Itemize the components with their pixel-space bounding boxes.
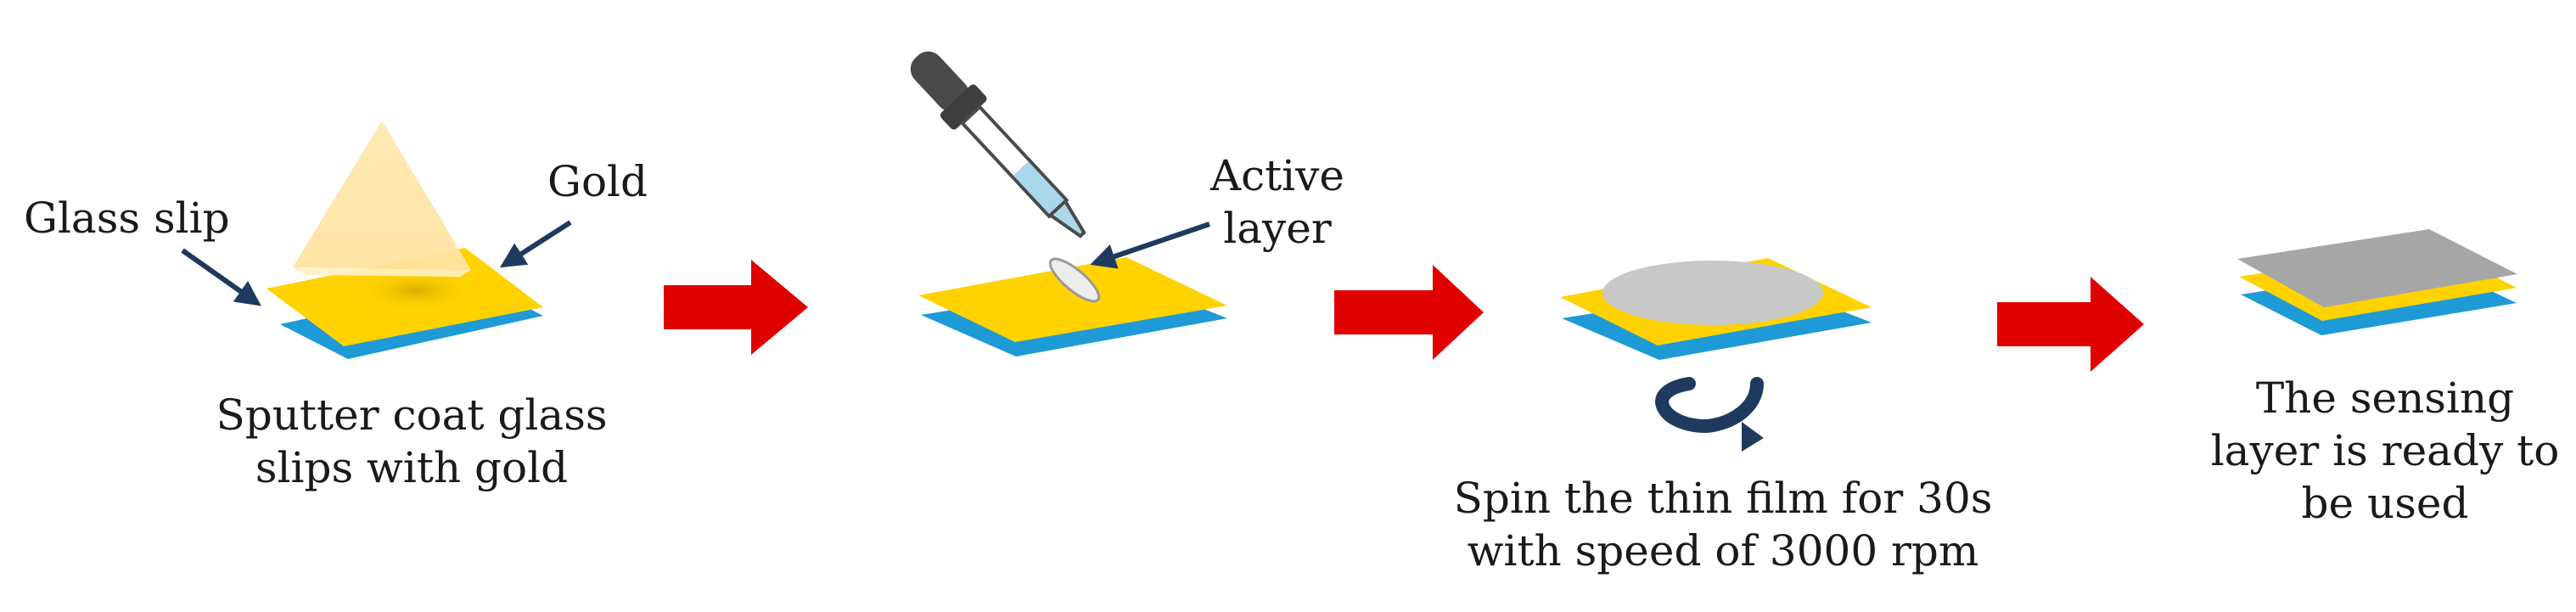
- process-arrow-1: [664, 260, 808, 355]
- rotation-arrow-icon: [1654, 377, 1764, 452]
- sputter-cone-base: [293, 267, 471, 277]
- active-layer-label: Active layer: [1209, 151, 1345, 253]
- active-layer-pointer-arrow: [1090, 222, 1210, 269]
- glass-slip-pointer-arrow: [181, 248, 261, 306]
- step1-sputter-coat: [181, 121, 572, 359]
- sputter-deposit-spot: [356, 268, 475, 312]
- sputter-cone-icon: [293, 121, 471, 270]
- spin-caption: Spin the thin film for 30s with speed of…: [1453, 474, 1993, 576]
- gold-label: Gold: [547, 157, 648, 206]
- gold-pointer-arrow: [499, 220, 572, 268]
- glass-slip-label: Glass slip: [24, 194, 230, 243]
- active-layer-droplet: [1048, 257, 1101, 303]
- dropper-icon: [910, 51, 1086, 239]
- ready-caption: The sensing layer is ready to be used: [2210, 373, 2560, 528]
- step2-drop-active-layer: [910, 51, 1227, 357]
- step3-spin-coat: [1560, 258, 1872, 452]
- process-arrow-2: [1334, 265, 1484, 360]
- step4-sensing-layer-ready: [2237, 229, 2517, 335]
- thin-film-layer: [1602, 261, 1823, 325]
- sputter-caption: Sputter coat glass slips with gold: [216, 390, 608, 492]
- gold-layer: [918, 257, 1227, 342]
- process-arrow-3: [1997, 277, 2144, 372]
- sensing-layer: [2237, 229, 2517, 307]
